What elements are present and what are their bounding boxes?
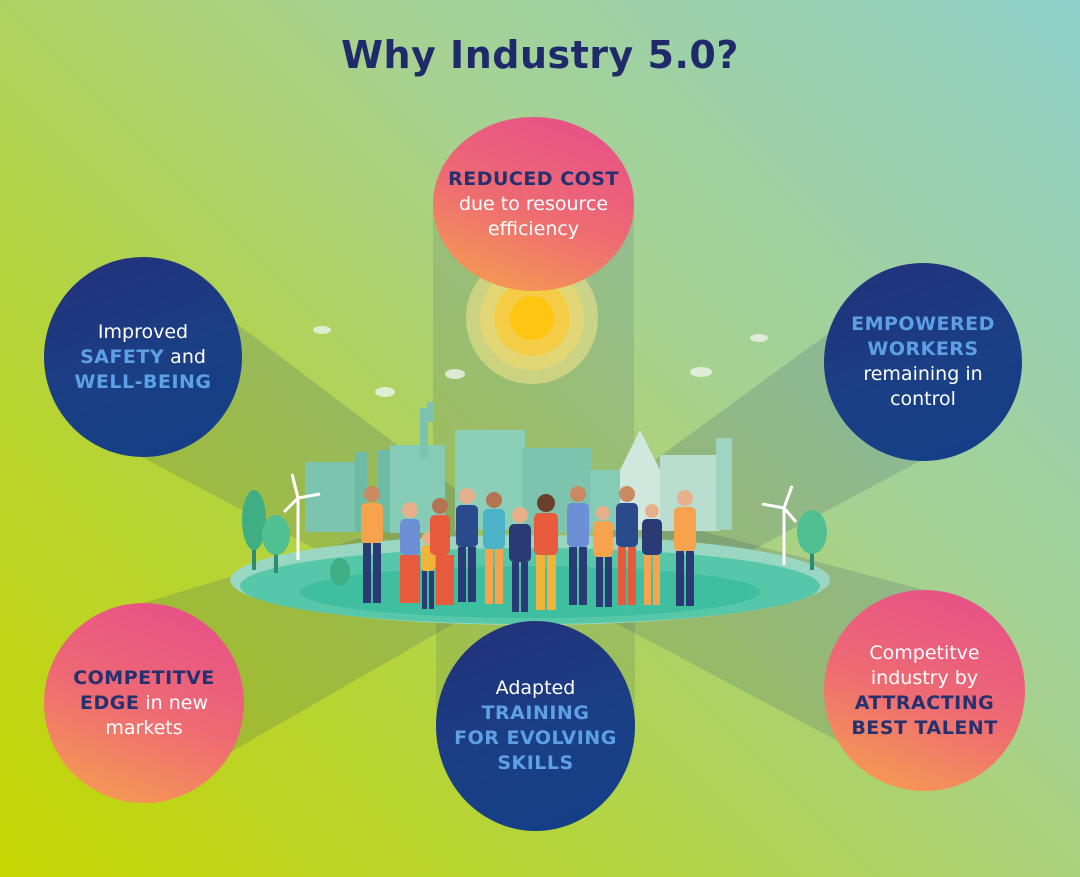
benefit-text-line: control: [890, 387, 956, 412]
benefit-text: due to resource: [458, 192, 609, 215]
benefit-keyword: EDGE: [80, 691, 140, 714]
benefit-text-line: EDGE in new: [80, 691, 208, 716]
benefit-keyword: FOR EVOLVING: [454, 727, 617, 749]
benefit-text: control: [890, 388, 956, 410]
benefit-text: Adapted: [495, 677, 576, 699]
benefit-text-line: REDUCED COST: [448, 167, 619, 192]
benefit-text-line: remaining in: [863, 362, 982, 387]
benefit-keyword: REDUCED COST: [448, 167, 619, 190]
benefit-keyword: WELL-BEING: [74, 370, 212, 393]
benefit-text-line: WELL-BEING: [74, 370, 211, 395]
benefit-text-line: due to resource: [459, 192, 608, 217]
people-group: [361, 486, 696, 612]
benefit-keyword: SKILLS: [497, 752, 574, 774]
benefit-text: and: [164, 345, 206, 368]
benefit-keyword: WORKERS: [867, 338, 979, 360]
benefit-text-line: Improved: [98, 320, 188, 345]
benefit-empowered-workers: EMPOWERED WORKERS remaining in control: [824, 263, 1022, 461]
benefit-text-line: SKILLS: [497, 751, 573, 776]
benefit-text-line: FOR EVOLVING: [454, 726, 617, 751]
benefit-text: Competitve: [869, 641, 980, 664]
benefit-text-line: efficiency: [488, 217, 579, 242]
benefit-text: industry by: [870, 666, 979, 689]
benefit-text-line: industry by: [871, 666, 978, 691]
benefit-text-line: BEST TALENT: [851, 716, 997, 741]
benefit-keyword: ATTRACTING: [854, 691, 995, 714]
benefit-text-line: COMPETITVE: [73, 666, 215, 691]
tree-icons: [242, 490, 827, 586]
benefit-text: efficiency: [487, 217, 580, 240]
benefit-text-line: SAFETY and: [80, 345, 206, 370]
benefit-text-line: Adapted: [496, 676, 576, 701]
page-title: Why Industry 5.0?: [341, 33, 739, 77]
benefit-text-line: TRAINING: [482, 701, 590, 726]
benefit-text: markets: [105, 716, 183, 739]
benefit-text-line: EMPOWERED: [851, 312, 995, 337]
benefit-text: in new: [139, 691, 208, 714]
benefit-keyword: EMPOWERED: [851, 313, 995, 335]
benefit-keyword: BEST TALENT: [851, 716, 998, 739]
wind-turbine-icons: [282, 473, 798, 565]
benefit-text-line: markets: [105, 716, 182, 741]
benefit-keyword: COMPETITVE: [73, 666, 215, 689]
benefit-text-line: Competitve: [869, 641, 979, 666]
cloud-icons: [313, 326, 768, 397]
benefit-text: Improved: [97, 320, 189, 343]
benefit-text: remaining in: [863, 363, 983, 385]
benefit-text-line: WORKERS: [867, 337, 978, 362]
benefit-text-line: ATTRACTING: [855, 691, 994, 716]
benefit-keyword: TRAINING: [481, 702, 590, 724]
benefit-keyword: SAFETY: [80, 345, 165, 368]
